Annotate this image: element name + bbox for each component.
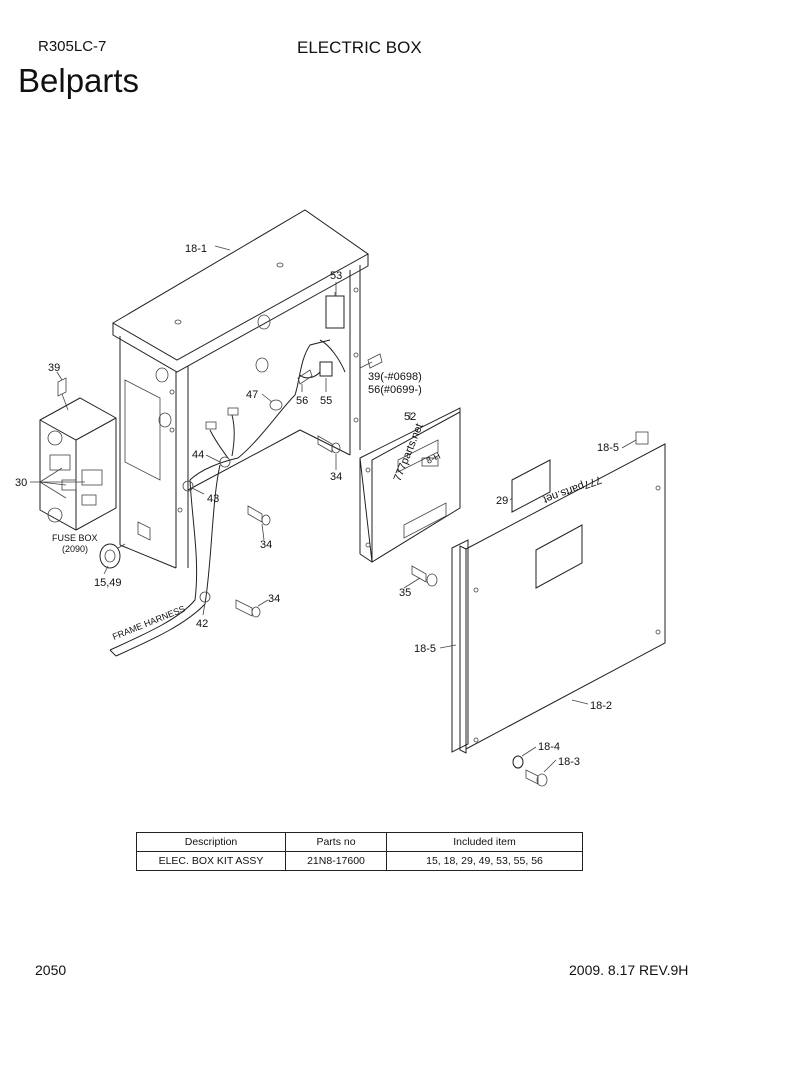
fuse-box xyxy=(39,397,117,531)
table-header-description: Description xyxy=(136,832,286,852)
callout-55: 55 xyxy=(320,395,332,407)
callout-34-right: 34 xyxy=(330,471,342,483)
table-header-row: Description Parts no Included item xyxy=(136,832,583,852)
main-box-frame xyxy=(112,209,369,569)
wire-harness xyxy=(109,339,346,657)
table-row: ELEC. BOX KIT ASSY 21N8-17600 15, 18, 29… xyxy=(136,851,583,871)
callout-53: 53 xyxy=(330,270,342,282)
model-code: R305LC-7 xyxy=(38,38,107,55)
callout-47: 47 xyxy=(246,389,258,401)
callout-52: 52 xyxy=(404,411,416,423)
grommet-15-49 xyxy=(99,543,126,569)
frame-harness-label: FRAME HARNESS xyxy=(111,604,187,642)
callout-39-range: 39(-#0698) xyxy=(368,371,422,383)
cover-panel xyxy=(451,431,666,754)
watermark-vertical: 777parts.net xyxy=(392,422,426,483)
callout-43: 43 xyxy=(207,493,219,505)
table-cell-description: ELEC. BOX KIT ASSY xyxy=(136,851,286,871)
callout-56: 56 xyxy=(296,395,308,407)
callout-30: 30 xyxy=(15,477,27,489)
connector-marks: 8-H xyxy=(425,451,442,466)
table-header-parts-no: Parts no xyxy=(285,832,387,852)
table-cell-included-item: 15, 18, 29, 49, 53, 55, 56 xyxy=(386,851,583,871)
callout-18-3: 18-3 xyxy=(558,756,580,768)
callout-34-low: 34 xyxy=(268,593,280,605)
washer-and-bolt xyxy=(512,755,548,787)
label-sticker xyxy=(511,459,551,513)
bolts-34 xyxy=(235,435,341,618)
callout-29: 29 xyxy=(496,495,508,507)
table-cell-parts-no: 21N8-17600 xyxy=(285,851,387,871)
callout-42: 42 xyxy=(196,618,208,630)
parts-table: Description Parts no Included item ELEC.… xyxy=(136,832,583,871)
callout-18-5-top: 18-5 xyxy=(597,442,619,454)
page-title: ELECTRIC BOX xyxy=(297,38,422,57)
bolt-39 xyxy=(57,353,383,411)
fuse-box-ref: (2090) xyxy=(62,544,88,554)
fuse-box-label: FUSE BOX xyxy=(52,533,98,543)
table-header-included-item: Included item xyxy=(386,832,583,852)
controller-module xyxy=(359,407,461,563)
callout-15-49: 15,49 xyxy=(94,577,122,589)
callout-39: 39 xyxy=(48,362,60,374)
callout-56-range: 56(#0699-) xyxy=(368,384,422,396)
page-number: 2050 xyxy=(35,962,67,978)
callout-34-mid: 34 xyxy=(260,539,272,551)
bolt-35 xyxy=(411,565,438,587)
callout-18-4: 18-4 xyxy=(538,741,560,753)
relay-parts xyxy=(297,292,345,385)
watermark-inverted: 777parts.net xyxy=(542,473,604,505)
revision-date: 2009. 8.17 REV.9H xyxy=(569,962,689,978)
callout-35: 35 xyxy=(399,587,411,599)
callout-18-5-side: 18-5 xyxy=(414,643,436,655)
leader-lines xyxy=(30,245,637,773)
callout-18-2: 18-2 xyxy=(590,700,612,712)
callout-44: 44 xyxy=(192,449,204,461)
brand-logo-text: Belparts xyxy=(18,62,140,99)
callout-18-1: 18-1 xyxy=(185,243,207,255)
